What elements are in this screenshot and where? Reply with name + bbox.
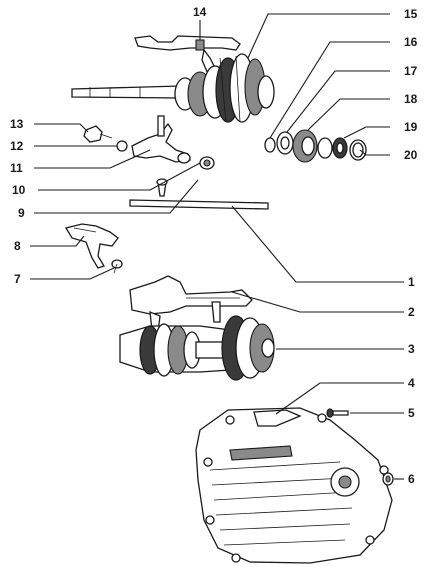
callout-labels: 14 15 16 17 18 19 20 13 12 11 10 9 8 7 1…: [10, 5, 418, 486]
drain-plug-part: [382, 472, 394, 486]
circlip-part: [349, 139, 367, 161]
leader-lines: [30, 13, 404, 480]
callout-11: 11: [10, 161, 23, 175]
callout-2: 2: [408, 305, 415, 319]
callout-6: 6: [408, 472, 415, 486]
callout-14: 14: [193, 5, 207, 19]
callout-13: 13: [10, 117, 24, 131]
thrust-washer-part: [276, 131, 294, 155]
selector-bolt-part: [83, 125, 113, 143]
interlock-screw-part: [111, 259, 123, 274]
callout-7: 7: [14, 272, 21, 286]
selector-shaft-part: [129, 199, 269, 210]
callout-1: 1: [408, 275, 415, 289]
housing-bolt-part: [326, 408, 349, 418]
needle-bearing-part: [317, 137, 348, 159]
selector-finger-part: [156, 178, 168, 197]
washer-part: [116, 140, 128, 152]
gear-hub-part: [292, 129, 318, 163]
callout-19: 19: [404, 120, 418, 134]
gearbox-housing-part: [195, 407, 393, 564]
callout-15: 15: [404, 7, 418, 21]
callout-10: 10: [12, 183, 26, 197]
small-ring-part: [264, 137, 276, 153]
callout-20: 20: [404, 148, 418, 162]
interlock-block-part: [64, 223, 119, 269]
callout-16: 16: [404, 35, 418, 49]
callout-8: 8: [14, 239, 21, 253]
callout-18: 18: [404, 92, 418, 106]
callout-5: 5: [408, 406, 415, 420]
input-shaft-gear-cluster-part: [71, 53, 275, 123]
callout-17: 17: [404, 64, 418, 78]
pivot-pin-part: [199, 156, 215, 170]
selector-lever-part: [131, 115, 191, 164]
callout-12: 12: [10, 139, 24, 153]
callout-9: 9: [18, 206, 25, 220]
callout-3: 3: [408, 342, 415, 356]
callout-4: 4: [408, 376, 415, 390]
main-shaft-gear-cluster-part: [119, 315, 275, 381]
